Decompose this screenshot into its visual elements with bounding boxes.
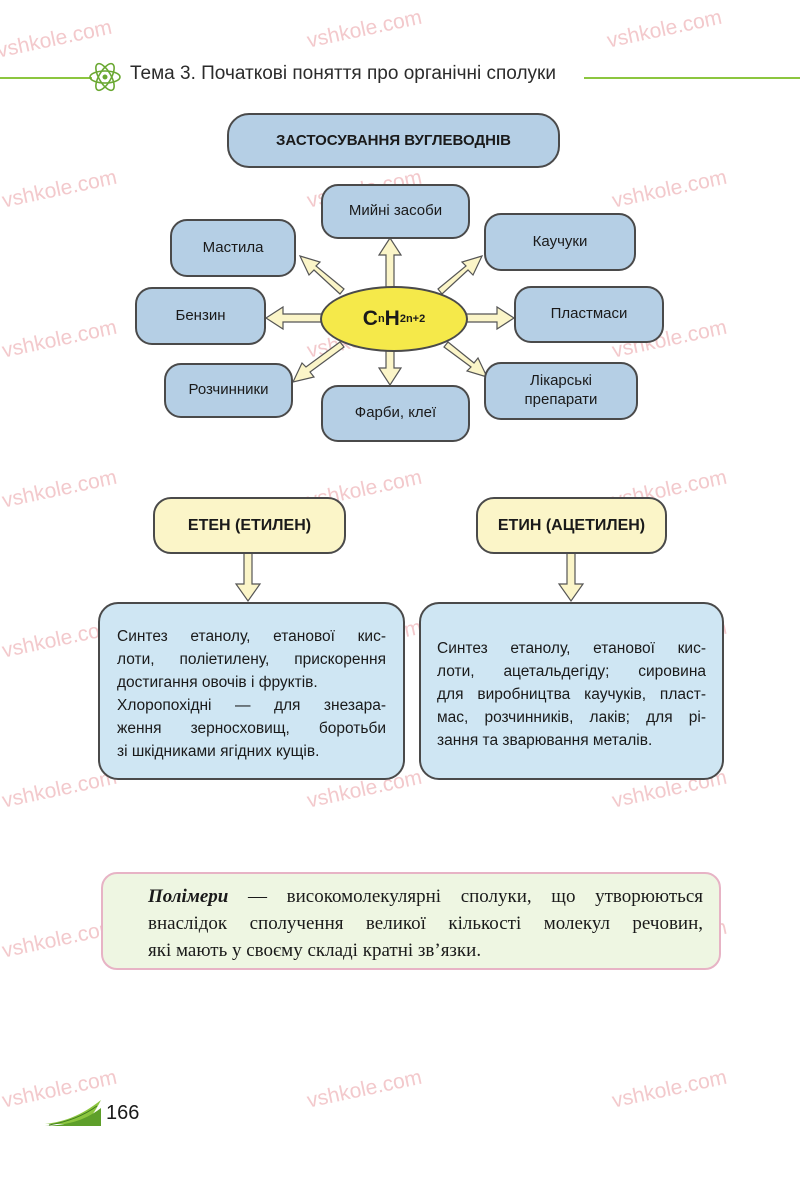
definition-line-3: які мають у своєму складі кратні зв’язки… bbox=[148, 940, 482, 961]
node-detergents: Мийні засоби bbox=[321, 184, 470, 239]
polymer-definition: Полімери — високомолекулярні сполуки, що… bbox=[101, 872, 721, 970]
ethene-line: ження зерносховищ, боротьби bbox=[117, 720, 386, 737]
definition-line-2: внаслідок сполучення великої кількості м… bbox=[148, 913, 703, 934]
node-medicines-line2: препарати bbox=[524, 391, 598, 408]
ethyne-line: для виробництва каучуків, пласт- bbox=[437, 686, 706, 703]
header-rule-left bbox=[0, 77, 92, 79]
ethyne-line: мас, розчинників, лаків; для рі- bbox=[437, 709, 706, 726]
node-medicines-line1: Лікарські bbox=[530, 372, 592, 390]
ethene-uses-panel: Синтез етанолу, етанової кис- лоти, полі… bbox=[98, 602, 405, 780]
ethyne-line: Синтез етанолу, етанової кис- bbox=[437, 640, 706, 657]
formula-h-index: 2n+2 bbox=[399, 313, 426, 325]
page-number: 166 bbox=[106, 1102, 140, 1124]
formula-h: H bbox=[384, 307, 400, 330]
formula-c-index: n bbox=[377, 313, 385, 325]
ethene-line: достигання овочів і фруктів. bbox=[117, 674, 318, 691]
node-rubbers: Каучуки bbox=[484, 213, 636, 271]
ethyne-line: зання та зварювання металів. bbox=[437, 732, 653, 749]
node-paints-glues: Фарби, клеї bbox=[321, 385, 470, 442]
node-solvents: Розчинники bbox=[164, 363, 293, 418]
page-header-title: Тема 3. Початкові поняття про органічні … bbox=[124, 63, 562, 85]
node-plastics: Пластмаси bbox=[514, 286, 664, 343]
header-rule-right bbox=[584, 77, 800, 79]
definition-line-1: Полімери — високомолекулярні сполуки, що… bbox=[148, 883, 703, 910]
definition-term: Полімери bbox=[148, 886, 229, 907]
node-medicines: Лікарські препарати bbox=[484, 362, 638, 420]
ethene-line: Хлоропохідні — для знезара- bbox=[117, 697, 386, 714]
leaf-decoration-icon bbox=[45, 1100, 101, 1126]
ethene-title: ЕТЕН (ЕТИЛЕН) bbox=[153, 497, 346, 554]
ethene-line: Синтез етанолу, етанової кис- bbox=[117, 628, 386, 645]
formula-c: C bbox=[362, 307, 378, 330]
atom-icon bbox=[89, 62, 121, 92]
ethyne-uses-panel: Синтез етанолу, етанової кис- лоти, ацет… bbox=[419, 602, 724, 780]
ethene-line: лоти, поліетилену, прискорення bbox=[117, 651, 386, 668]
node-lubricants: Мастила bbox=[170, 219, 296, 277]
node-gasoline: Бензин bbox=[135, 287, 266, 345]
ethyne-line: лоти, ацетальдегіду; сировина bbox=[437, 663, 706, 680]
ethyne-title: ЕТИН (АЦЕТИЛЕН) bbox=[476, 497, 667, 554]
ethene-line: зі шкідниками ягідних кущів. bbox=[117, 743, 320, 760]
scheme-title: ЗАСТОСУВАННЯ ВУГЛЕВОДНІВ bbox=[227, 113, 560, 168]
definition-text: — високомолекулярні сполуки, що утворюют… bbox=[228, 886, 703, 907]
